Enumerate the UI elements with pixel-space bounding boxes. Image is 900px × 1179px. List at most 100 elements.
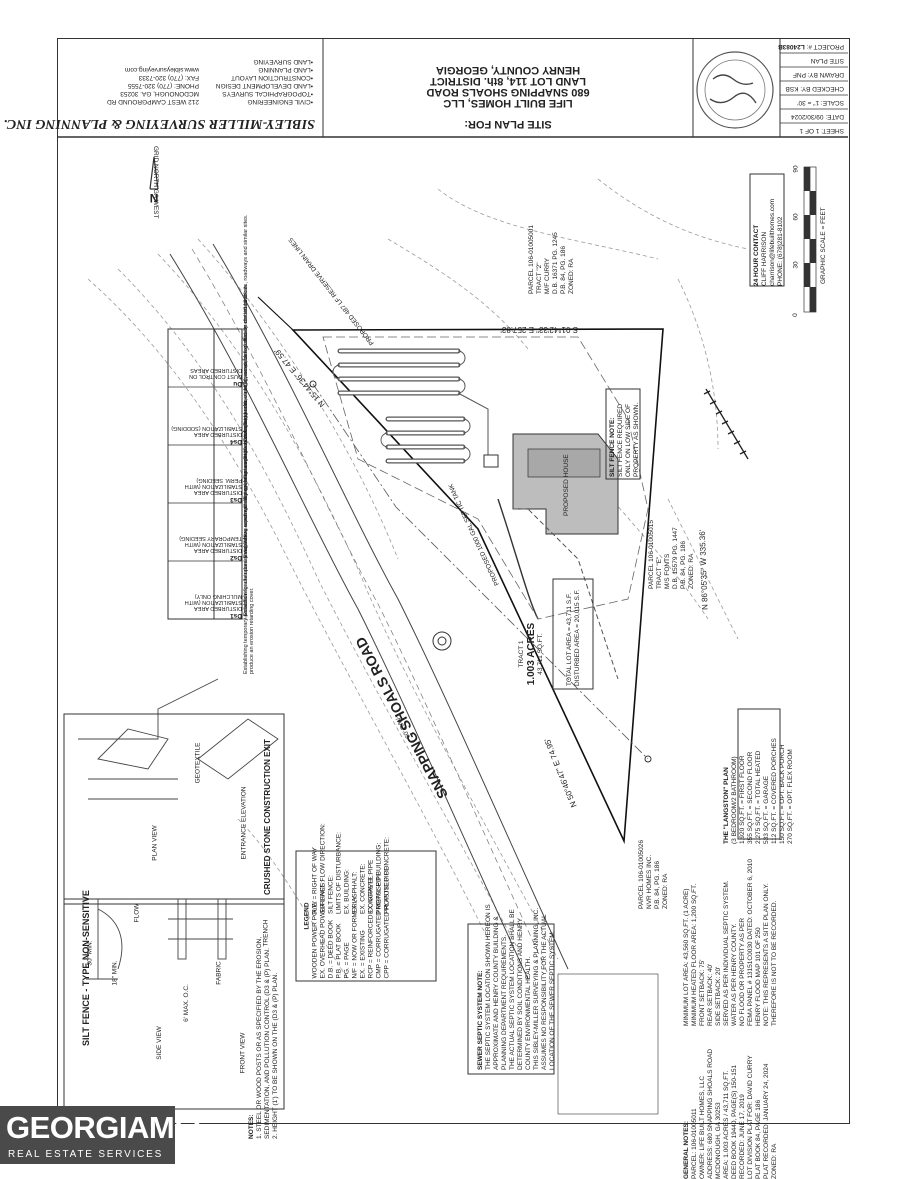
es-name: DISTURBED AREA STABILIZATION (SODDING)	[171, 425, 242, 437]
tract-sqft: 43,711 SQ.FT.	[537, 633, 544, 675]
note-line: MCDONOUGH, GA 30253	[715, 1102, 722, 1179]
land-lot: LAND LOT 114, 8th. DISTRICT	[430, 75, 586, 87]
parcel-east: PARCEL 106-01005001 TRACT "2" M/F CURRY …	[528, 184, 608, 294]
parcel-line: PARCEL 106-01005026	[638, 839, 645, 909]
house-plan-line: 533 SQ.FT. = GARAGE	[763, 775, 770, 844]
es-name: DUST CONTROL ON DISTURBED AREAS	[189, 367, 242, 379]
firm-address: 212 WEST CAMPGROUND RD	[107, 98, 199, 105]
septic-note-line: THE SEPTIC SYSTEM LOCATION SHOWN HEREON …	[485, 904, 492, 1070]
house-plan-line: 270 SQ.FT. = OPT. FLEX ROOM	[787, 749, 794, 844]
drawn-by-label: DRAWN BY:	[807, 71, 844, 78]
site-plan-for: SITE PLAN FOR:	[464, 118, 552, 130]
georgia-mls-watermark: GEORGIAMLS REAL ESTATE SERVICES	[0, 1106, 213, 1164]
parcel-line: D.B. 15579 PG. 1447	[672, 527, 679, 589]
project-title: SITE PLAN FOR: LIFE BUILT HOMES, LLC 680…	[328, 45, 688, 131]
legend-item: EX. = EXISTING	[359, 930, 367, 979]
septic-note-line: PLANNING DEPARTMENT REQUIREMENTS.	[501, 934, 508, 1070]
septic-note-line: THE ACTUAL SEPTIC SYSTEM LOCATION SHALL …	[509, 909, 516, 1070]
drawing-info: SHEET: 1 OF 1 DATE: 09/30/2024 SCALE: 1"…	[778, 39, 846, 137]
silt-note-line: ONLY ON LOW SIDE OF	[625, 403, 632, 477]
silt-note: 2. HEIGHT (1') TO BE SHOWN ON THE (D3 & …	[272, 972, 279, 1139]
septic-note-line: THIS SIBLEY-MILLER SURVEYING & PLANNING,…	[533, 907, 540, 1070]
general-notes: GENERAL NOTES: PARCEL: 106-01005011 OWNE…	[683, 859, 778, 1179]
es-name: DISTURBED AREA STABILIZATION (WITH PERM.…	[184, 477, 242, 495]
sheet-value: 1 OF 1	[799, 127, 820, 134]
graphic-scale-title: GRAPHIC SCALE = FEET	[820, 207, 827, 284]
watermark-brand: GEORGIAMLS	[6, 1110, 213, 1145]
project-no-label: PROJECT #:	[806, 43, 844, 50]
parcel-line: M/S FONTS	[664, 553, 671, 589]
es-code: Du	[233, 380, 242, 387]
scale-tick: 90	[792, 165, 800, 173]
legend-item: SURFACE FLOW DIRECTION:	[319, 823, 327, 914]
es-table: Ds1 DISTURBED AREA STABILIZATION (WITH M…	[168, 329, 246, 619]
watermark-tagline: REAL ESTATE SERVICES	[8, 1149, 164, 1160]
legend-item: P.B. = PLAT BOOK	[335, 923, 343, 979]
legend-title: LEGEND	[303, 902, 311, 930]
legend-item: R/W = RIGHT OF WAY	[311, 847, 319, 914]
house-plan-line: 1,920 SQ.FT. = FIRST FLOOR	[739, 755, 746, 844]
legend-item: LIMITS OF DISTURBANCE:	[335, 832, 343, 914]
silt-detail-notes: NOTES: 1. STEEL OR WOOD POSTS OR AS SPEC…	[248, 937, 288, 1139]
es-row: Ds3 DISTURBED AREA STABILIZATION (WITH P…	[168, 445, 242, 503]
legend-item: CPP = CORRUGATED PLASTIC PIPE	[383, 866, 391, 979]
legend-item: EX. OVERHEAD POWER LINES:	[319, 880, 327, 979]
septic-note-line: APPROXIMATE AND HENRY COUNTY BUILDING &	[493, 916, 500, 1070]
silt-fence-note: SILT FENCE NOTE: SILT FENCE REQUIRED ONL…	[609, 391, 643, 477]
checked-by-value: KSB	[785, 85, 799, 92]
county: HENRY COUNTY, GEORGIA	[435, 64, 581, 76]
firm-website: www.sibleysurveying.com	[124, 66, 199, 73]
silt-detail-label: FRONT VIEW	[239, 1032, 247, 1074]
es-code: Ds4	[230, 438, 242, 445]
parcel-line: ZONED: RA	[688, 553, 695, 589]
septic-note-line: DETERMINED BY SOIL CONDITIONS AND HENRY	[517, 918, 524, 1070]
parcel-line: P.B. 84, PG. 186	[680, 541, 687, 589]
service-item: •CIVIL ENGINEERING	[247, 98, 313, 105]
note-line: SERVED AS PER INDIVIDUAL SEPTIC SYSTEM.	[723, 880, 730, 1026]
legend-item: EX. CONCRETE:	[359, 863, 367, 914]
bearing-north: S 01°42'33" E 257.83'	[500, 325, 578, 334]
legend-item: EX. BUILDING:	[343, 869, 351, 914]
note-line: PARCEL: 106-01005011	[691, 1108, 698, 1179]
parcel-line: NVR HOMES INC.	[646, 854, 653, 909]
house-label: PROPOSED HOUSE	[563, 454, 570, 516]
service-item: •LAND PLANNING	[258, 66, 313, 73]
es-name: DISTURBED AREA STABILIZATION (WITH TEMPO…	[179, 535, 242, 553]
site-plan-drawing	[58, 39, 848, 1115]
legend-item: PROPOSED BUILDING:	[375, 842, 383, 914]
contact-box: 24 HOUR CONTACT CLIFF HARRISON charrison…	[753, 176, 787, 286]
septic-note-line: LOCATION OF THE SEWER SEPTIC SYSTEM.	[549, 930, 556, 1070]
service-item: •LAND DEVELOPMENT DESIGN	[215, 82, 313, 89]
parcel-line: P.B. 84, PG. 186	[654, 861, 661, 909]
exit-label: GEOTEXTILE	[194, 742, 202, 784]
contact-title: 24 HOUR CONTACT	[753, 224, 760, 286]
es-row: Ds1 DISTURBED AREA STABILIZATION (WITH M…	[168, 561, 242, 619]
parcel-line: D.B. 16371 PG. 1245	[552, 232, 559, 294]
service-item: •CONSTRUCTION LAYOUT	[231, 74, 313, 81]
note-line: HENRY FLOOD MAP 101 OF 250	[755, 927, 762, 1026]
note-line: PLAT RECORDED: JANUARY 24, 2024	[763, 1063, 770, 1179]
septic-note: SEWER SEPTIC SYSTEM NOTE: THE SEPTIC SYS…	[477, 904, 559, 1070]
note-line: SIDE SETBACK: 20'	[715, 966, 722, 1026]
note-line: LOT DIVISION PLAT FOR: DAVID CURRY	[747, 1055, 754, 1179]
legend-item: D.B. = DEED BOOK	[327, 919, 335, 979]
parcel-line: ZONED: RA	[568, 258, 575, 294]
firm-fax: FAX: (770) 320-7333	[138, 74, 199, 81]
note-line: FRONT SETBACK: 75'	[699, 959, 706, 1027]
legend-item: PROPOSED CONCRETE:	[383, 837, 391, 914]
house-plan-line: 150 SQ.FT. = OPT. BACK PORCH	[779, 744, 786, 844]
silt-note: NOTES:	[248, 1114, 255, 1139]
note-line: NOTE: THIS REPRESENTS A SITE PLAN ONLY.	[763, 883, 770, 1026]
exit-label: ENTRANCE ELEVATION	[240, 786, 248, 860]
area-line: DISTURBED AREA = 20,015 S.F.	[574, 589, 581, 686]
date-label: DATE:	[825, 113, 844, 120]
firm-info: SIBLEY-MILLER SURVEYING & PLANNING INC. …	[3, 45, 317, 131]
septic-note-title: SEWER SEPTIC SYSTEM NOTE:	[477, 970, 484, 1070]
house-plan-box: THE "LANGSTON" PLAN (3 BEDROOM/2 BATHROO…	[723, 714, 803, 844]
es-code: Ds3	[230, 496, 242, 503]
house-plan-title: THE "LANGSTON" PLAN	[723, 767, 730, 844]
legend-item: PG. = PAGE	[343, 942, 351, 979]
tract-label: TRACT 1	[518, 640, 525, 668]
note-line: ADDRESS: 680 SNAPPING SHOALS ROAD	[707, 1048, 714, 1179]
firm-services: •CIVIL ENGINEERING •TOPOGRAPHICAL SURVEY…	[216, 57, 313, 105]
